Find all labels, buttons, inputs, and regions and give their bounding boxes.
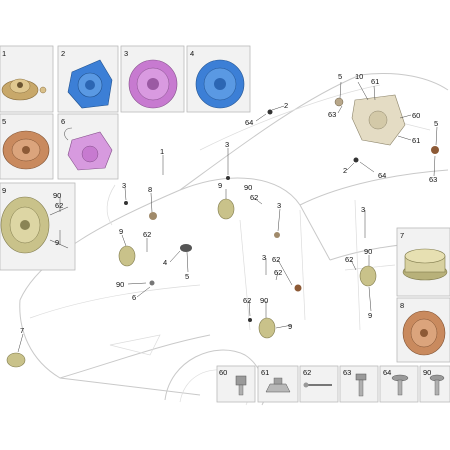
callout-9-lower-door: 9 — [288, 322, 292, 331]
callout-8: 8 — [148, 185, 152, 194]
inset-label-7: 7 — [400, 231, 404, 240]
bracket-6 — [149, 280, 155, 286]
callout-3-dash: 3 — [225, 140, 229, 149]
screw-60-icon — [235, 375, 247, 396]
callout-5-rear: 5 — [434, 119, 438, 128]
callout-10: 10 — [355, 72, 363, 81]
speaker-copper-right-icon — [402, 310, 446, 356]
callout-90-inset: 90 — [53, 191, 61, 200]
fastener-strip: 60 61 62 63 64 90 — [216, 365, 450, 403]
rear-door-tweeter — [294, 284, 302, 292]
speaker-copper-icon — [2, 130, 50, 170]
callout-90-lower-door: 90 — [260, 296, 268, 305]
callout-3-rear-door: 3 — [361, 205, 365, 214]
fastener-label-62: 62 — [303, 368, 311, 377]
callout-60: 60 — [412, 111, 420, 120]
tweeter-left — [149, 212, 157, 220]
roof-clip — [267, 109, 273, 115]
speaker-olive-large-icon — [0, 196, 69, 254]
callout-61-roof: 61 — [371, 77, 379, 86]
roof-tweeter — [334, 97, 344, 107]
inset-label-1: 1 — [2, 49, 6, 58]
callout-90-front-right: 90 — [244, 183, 252, 192]
callout-62-front-right: 62 — [250, 193, 258, 202]
pillar-clip — [353, 157, 359, 163]
callout-90-rear-door: 90 — [364, 247, 372, 256]
rear-pillar-tweeter — [274, 232, 280, 238]
rear-door-speaker — [359, 265, 377, 287]
callout-62-mid: 62 — [274, 268, 282, 277]
rear-tweeter — [431, 146, 439, 154]
callout-9-rear-door: 9 — [368, 311, 372, 320]
callout-9-inset: 9 — [55, 238, 59, 247]
callout-90-front-left: 90 — [116, 280, 124, 289]
inset-label-9: 9 — [2, 186, 6, 195]
woofer-blue-housing-icon — [67, 59, 113, 109]
screw-64-icon — [391, 374, 409, 396]
inset-label-4: 4 — [190, 49, 194, 58]
callout-labels: 10 5 61 2 64 63 60 61 5 1 3 64 63 2 3 8 … — [20, 72, 438, 335]
callout-7: 7 — [20, 326, 24, 335]
fastener-label-90: 90 — [423, 368, 431, 377]
callout-5-center: 5 — [185, 272, 189, 281]
front-lower-door-speaker — [258, 317, 276, 339]
fastener-label-60: 60 — [219, 368, 227, 377]
inset-label-5: 5 — [2, 117, 6, 126]
screw-90-icon — [429, 374, 445, 396]
door-clip — [248, 318, 252, 322]
callout-9-front-left: 9 — [119, 227, 123, 236]
callout-2-roof: 2 — [284, 101, 288, 110]
callout-3-apillar: 3 — [122, 181, 126, 190]
callout-62-inset: 62 — [55, 201, 63, 210]
callout-4: 4 — [163, 258, 167, 267]
subwoofer-7 — [6, 352, 26, 368]
callout-62-front-left: 62 — [143, 230, 151, 239]
rivet-62-icon — [303, 382, 332, 388]
screw-63-icon — [355, 373, 367, 397]
callout-62-lower-door: 62 — [243, 296, 251, 305]
tweeter-pink-bracket-icon — [64, 127, 113, 171]
inset-label-8: 8 — [400, 301, 404, 310]
callout-64-pillar: 64 — [378, 171, 386, 180]
callout-62-bpillar: 62 — [272, 255, 280, 264]
dash-clip — [226, 176, 230, 180]
front-door-speaker-right — [217, 198, 235, 220]
callout-61-side: 61 — [412, 136, 420, 145]
speaker-blue-icon — [195, 59, 245, 109]
callout-5-roof: 5 — [338, 72, 342, 81]
callout-1: 1 — [160, 147, 164, 156]
speaker-pink-icon — [128, 59, 178, 109]
front-door-speaker-left — [118, 245, 136, 267]
center-speaker — [180, 244, 192, 252]
callout-62-rear-door: 62 — [345, 255, 353, 264]
callout-6: 6 — [132, 293, 136, 302]
inset-label-2: 2 — [61, 49, 65, 58]
inset-tile-1 — [0, 45, 54, 113]
vehicle-parts — [6, 94, 439, 368]
tweeter-gold-icon — [1, 78, 47, 101]
a-pillar-clip — [124, 201, 128, 205]
leader-lines — [17, 81, 438, 353]
callout-63-roof: 63 — [328, 110, 336, 119]
inset-label-3: 3 — [124, 49, 128, 58]
fastener-label-64: 64 — [383, 368, 391, 377]
callout-63-rear: 63 — [429, 175, 437, 184]
callout-3-rear-pillar: 3 — [277, 201, 281, 210]
callout-2-pillar: 2 — [343, 166, 347, 175]
nut-61-icon — [265, 377, 291, 393]
fastener-label-61: 61 — [261, 368, 269, 377]
callout-9-front-right: 9 — [218, 181, 222, 190]
callout-3-bpillar: 3 — [262, 253, 266, 262]
callout-64-roof: 64 — [245, 118, 253, 127]
woofer-olive-side-icon — [402, 248, 448, 281]
inset-label-6: 6 — [61, 117, 65, 126]
fastener-label-63: 63 — [343, 368, 351, 377]
